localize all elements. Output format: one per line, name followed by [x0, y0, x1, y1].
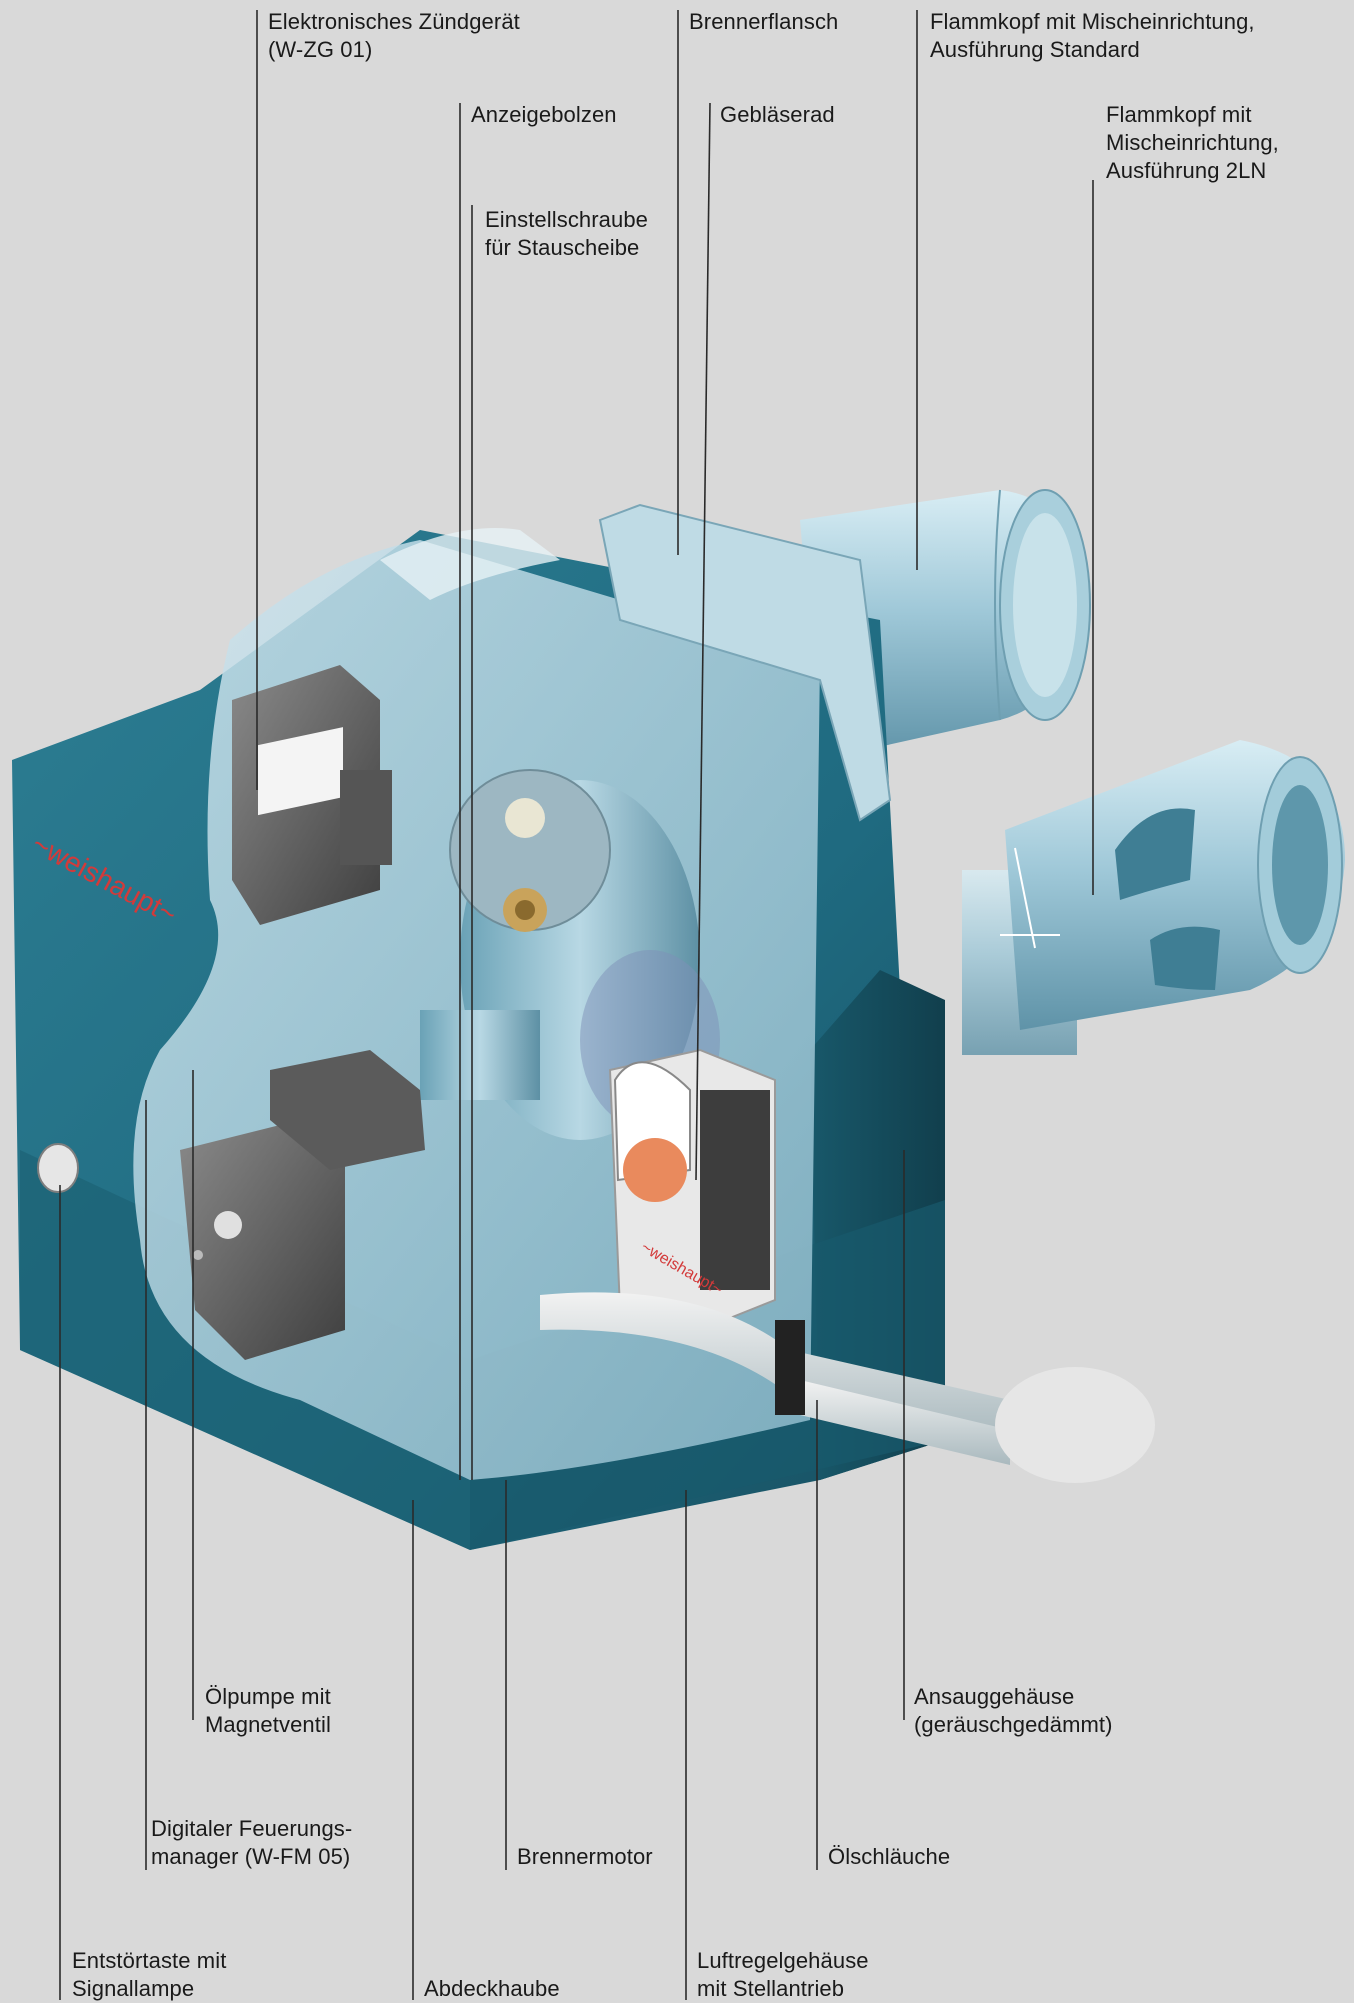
oil-hoses: [540, 1292, 1155, 1483]
leader-lines: [59, 10, 1094, 2000]
label-line: Anzeigebolzen: [471, 102, 617, 127]
label-line: Mischeinrichtung,: [1106, 130, 1279, 155]
label-line: Luftregelgehäuse: [697, 1948, 869, 1973]
label-cover-hood: Abdeckhaube: [424, 1975, 560, 2003]
air-damper-plate: [449, 769, 611, 932]
air-regulator: ~weishaupt~: [608, 1048, 776, 1332]
reset-button: [37, 1143, 79, 1193]
label-burner-flange: Brennerflansch: [689, 8, 838, 36]
label-line: Gebläserad: [720, 102, 835, 127]
label-line: Brennermotor: [517, 1844, 653, 1869]
flame-head-2ln: [962, 740, 1345, 1055]
label-flame-head-standard: Flammkopf mit Mischeinrichtung, Ausführu…: [930, 8, 1255, 64]
label-reset-button: Entstörtaste mit Signallampe: [72, 1947, 226, 2003]
label-line: manager (W-FM 05): [151, 1844, 351, 1869]
label-line: (geräuschgedämmt): [914, 1712, 1113, 1737]
ignition-unit-body: [232, 665, 392, 925]
label-ignition-unit: Elektronisches Zündgerät (W-ZG 01): [268, 8, 520, 64]
label-line: (W-ZG 01): [268, 37, 373, 62]
oil-pump: [180, 1050, 425, 1360]
label-line: Magnetventil: [205, 1712, 331, 1737]
label-firing-manager: Digitaler Feuerungs- manager (W-FM 05): [151, 1815, 352, 1871]
label-oil-pump: Ölpumpe mit Magnetventil: [205, 1683, 331, 1739]
label-line: Flammkopf mit: [1106, 102, 1252, 127]
label-oil-hoses: Ölschläuche: [828, 1843, 950, 1871]
label-line: Elektronisches Zündgerät: [268, 9, 520, 34]
label-intake-housing: Ansauggehäuse (geräuschgedämmt): [914, 1683, 1113, 1739]
label-line: mit Stellantrieb: [697, 1976, 845, 2001]
burner-flange: [380, 503, 892, 822]
label-line: Einstellschraube: [485, 207, 649, 232]
label-fan-wheel: Gebläserad: [720, 101, 835, 129]
label-flame-head-2ln: Flammkopf mit Mischeinrichtung, Ausführu…: [1106, 101, 1279, 185]
label-line: Ölschläuche: [828, 1844, 951, 1869]
label-line: Flammkopf mit Mischeinrichtung,: [930, 9, 1255, 34]
label-line: Ausführung 2LN: [1106, 158, 1267, 183]
label-line: für Stauscheibe: [485, 235, 640, 260]
label-line: Entstörtaste mit: [72, 1948, 227, 1973]
label-line: Signallampe: [72, 1976, 195, 2001]
label-line: Ölpumpe mit: [205, 1684, 331, 1709]
label-line: Brennerflansch: [689, 9, 839, 34]
label-burner-motor: Brennermotor: [517, 1843, 653, 1871]
label-air-regulator: Luftregelgehäuse mit Stellantrieb: [697, 1947, 869, 2003]
label-line: Ausführung Standard: [930, 37, 1140, 62]
label-line: Ansauggehäuse: [914, 1684, 1075, 1709]
label-line: Abdeckhaube: [424, 1976, 560, 2001]
label-indicator-pin: Anzeigebolzen: [471, 101, 617, 129]
label-line: Digitaler Feuerungs-: [151, 1816, 353, 1841]
label-adjusting-screw: Einstellschraube für Stauscheibe: [485, 206, 648, 262]
